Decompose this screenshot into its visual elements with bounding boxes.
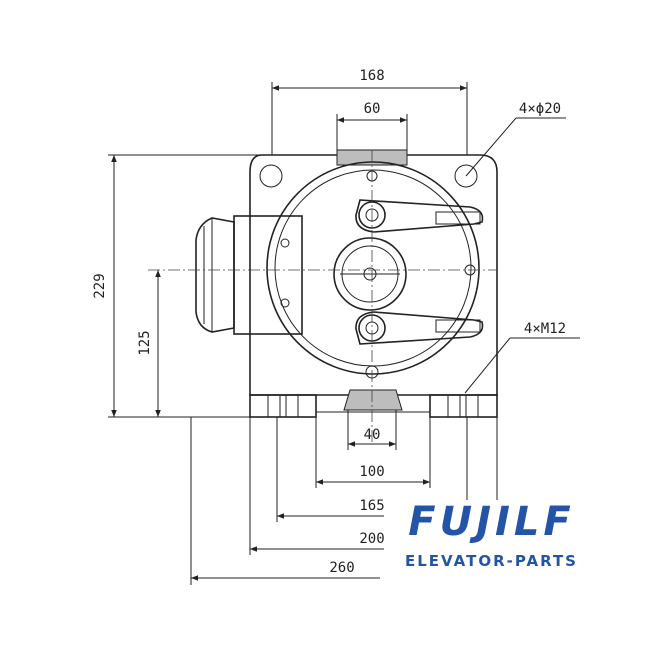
- motor-screw-bottom: [280, 298, 290, 308]
- brand-logo-block: FUJILF ELEVATOR-PARTS: [384, 500, 599, 572]
- dim-229-label: 229: [92, 273, 108, 298]
- motor-cap: [195, 217, 235, 333]
- lower-arm-pad: [435, 319, 481, 333]
- callout-threads: 4×M12: [524, 321, 566, 337]
- dim-40-label: 40: [364, 427, 381, 443]
- dim-165-label: 165: [359, 498, 384, 514]
- dim-125-label: 125: [137, 330, 153, 355]
- leader-threads: [464, 337, 511, 394]
- callout-holes: 4×ϕ20: [519, 101, 561, 117]
- dim-260-label: 260: [329, 560, 354, 576]
- dim-168-label: 168: [359, 68, 384, 84]
- housing-outline: [249, 154, 498, 396]
- dim-60-label: 60: [364, 101, 381, 117]
- corner-hole-tl: [259, 164, 283, 188]
- shaft-outer: [333, 237, 407, 311]
- upper-arm-pad: [435, 211, 481, 225]
- foot-hole-right-a: [447, 394, 461, 418]
- corner-hole-tr: [454, 164, 478, 188]
- dim-100-label: 100: [359, 464, 384, 480]
- brand-tagline: ELEVATOR-PARTS: [405, 552, 578, 570]
- main-disc-inner: [274, 169, 472, 367]
- dim-200-label: 200: [359, 531, 384, 547]
- main-disc: [266, 161, 480, 375]
- foot-hole-left-a: [267, 394, 281, 418]
- base-foot-right: [429, 394, 498, 418]
- lower-arm: [355, 311, 484, 345]
- motor-screw-top: [280, 238, 290, 248]
- base-foot-left: [249, 394, 317, 418]
- leader-holes: [465, 117, 517, 177]
- brand-logo: FUJILF: [408, 499, 575, 545]
- foot-hole-right-b: [465, 394, 479, 418]
- foot-hole-left-b: [285, 394, 299, 418]
- bottom-slot-hatch: [343, 389, 403, 411]
